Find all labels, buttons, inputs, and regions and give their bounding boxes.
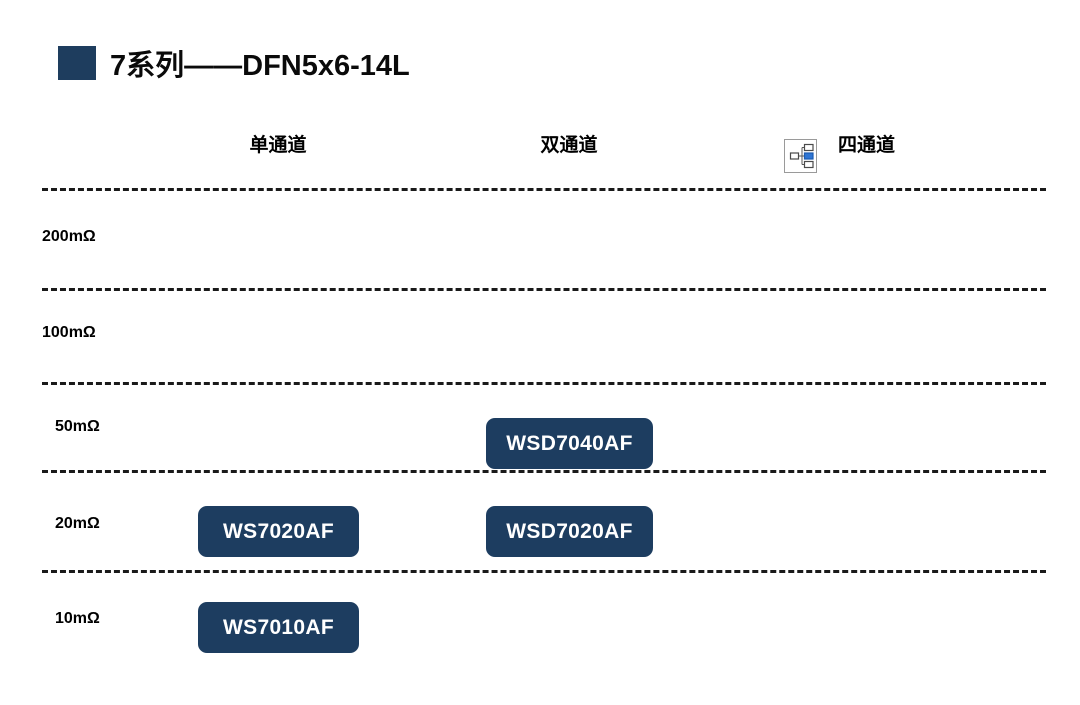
title-bullet-square <box>58 46 96 80</box>
row-label-200mohm: 200mΩ <box>42 228 96 245</box>
row-divider-100-50 <box>42 382 1046 385</box>
product-badge-wsd7040af[interactable]: WSD7040AF <box>486 418 653 469</box>
page-title-text: 7系列——DFN5x6-14L <box>110 50 410 82</box>
row-label-20mohm: 20mΩ <box>55 515 100 532</box>
row-divider-top <box>42 188 1046 191</box>
row-label-10mohm: 10mΩ <box>55 610 100 627</box>
product-badge-ws7020af[interactable]: WS7020AF <box>198 506 359 557</box>
hierarchy-chart-icon <box>784 139 817 173</box>
column-header-dual-channel: 双通道 <box>540 135 598 156</box>
row-divider-20-10 <box>42 570 1046 573</box>
page-title: 7系列——DFN5x6-14L <box>58 42 410 84</box>
row-divider-50-20 <box>42 470 1046 473</box>
column-header-quad-channel: 四通道 <box>838 135 896 156</box>
product-badge-ws7010af[interactable]: WS7010AF <box>198 602 359 653</box>
row-divider-200-100 <box>42 288 1046 291</box>
product-badge-wsd7020af[interactable]: WSD7020AF <box>486 506 653 557</box>
column-header-single-channel: 单通道 <box>249 135 307 156</box>
row-label-100mohm: 100mΩ <box>42 324 96 341</box>
row-label-50mohm: 50mΩ <box>55 418 100 435</box>
